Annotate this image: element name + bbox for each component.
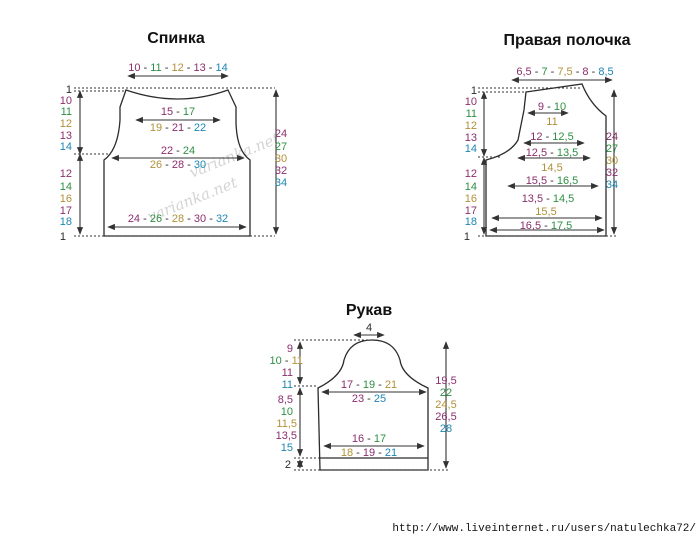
sleeve-height: 24,5 <box>435 399 456 411</box>
back-left-lower: 16 <box>60 193 72 205</box>
sleeve-lower-row1: 16 - 17 <box>352 433 386 445</box>
back-shoulder-row1: 15 - 17 <box>161 106 195 118</box>
sleeve-left: 10 <box>281 406 293 418</box>
front-w7: 13,5 - 14,5 <box>522 193 575 205</box>
sleeve-left: 8,5 <box>278 394 293 406</box>
sleeve-cap-top: 4 <box>366 322 372 334</box>
sleeve-left: 11 <box>282 379 293 391</box>
sleeve-title: Рукав <box>346 302 392 319</box>
back-left-upper: 14 <box>60 141 72 153</box>
front-left-lower: 12 <box>465 168 477 180</box>
front-height: 27 <box>606 143 618 155</box>
back-left-lower: 14 <box>60 181 72 193</box>
front-left-lower: 16 <box>465 193 477 205</box>
sleeve-upper-row1: 17 - 19 - 21 <box>341 379 397 391</box>
sleeve-height: 19,5 <box>435 375 456 387</box>
front-w1: 9 - 10 <box>538 101 566 113</box>
back-left-upper: 10 <box>60 95 72 107</box>
front-bottom-label: 1 <box>464 231 470 243</box>
front-piece: Правая полочка 6,5 - 7 - 7,5 - 8 - 8,5 1… <box>464 32 631 243</box>
sleeve-cuff-height: 2 <box>285 459 291 471</box>
back-left-lower: 17 <box>60 205 72 217</box>
back-height: 24 <box>275 128 287 140</box>
front-w8: 15,5 <box>535 206 556 218</box>
back-title: Спинка <box>147 30 205 47</box>
front-height: 24 <box>606 131 618 143</box>
source-url[interactable]: http://www.liveinternet.ru/users/natulec… <box>392 523 696 535</box>
sleeve-upper-row2: 23 - 25 <box>352 393 386 405</box>
front-height: 34 <box>606 179 618 191</box>
back-left-upper: 11 <box>61 106 72 118</box>
sleeve-left: 9 <box>287 343 293 355</box>
sleeve-left: 11,5 <box>276 418 297 430</box>
front-w4: 12,5 - 13,5 <box>526 147 579 159</box>
sleeve-left: 11 <box>282 367 293 379</box>
back-chest-row2: 26 - 28 - 30 <box>150 159 206 171</box>
back-outline <box>103 89 251 237</box>
front-left-upper: 12 <box>465 120 477 132</box>
sleeve-height: 26,5 <box>435 411 456 423</box>
back-left-lower: 12 <box>60 168 72 180</box>
front-w5: 14,5 <box>541 162 562 174</box>
back-chest-row1: 22 - 24 <box>161 145 195 157</box>
back-height: 32 <box>275 165 287 177</box>
front-left-upper: 10 <box>465 96 477 108</box>
front-neck-depth: 1 <box>471 85 477 97</box>
sleeve-left: 13,5 <box>276 430 297 442</box>
watermark: varianka.net <box>187 129 283 182</box>
sleeve-outline <box>317 339 429 471</box>
back-neck-depth: 1 <box>66 84 72 96</box>
back-top-width: 10 - 11 - 12 - 13 - 14 <box>128 62 228 74</box>
front-top-width: 6,5 - 7 - 7,5 - 8 - 8,5 <box>516 66 613 78</box>
back-height: 34 <box>275 177 287 189</box>
front-title: Правая полочка <box>503 32 630 49</box>
back-left-upper: 12 <box>60 118 72 130</box>
sleeve-height: 22 <box>440 387 452 399</box>
sleeve-left-range: 10 - 11 <box>270 355 303 367</box>
front-left-upper: 14 <box>465 143 477 155</box>
sleeve-height: 28 <box>440 423 452 435</box>
front-left-lower: 18 <box>465 216 477 228</box>
front-left-upper: 11 <box>466 108 477 120</box>
sleeve-lower-row2: 18 - 19 - 21 <box>341 447 397 459</box>
front-left-lower: 17 <box>465 205 477 217</box>
front-w9: 16,5 - 17,5 <box>520 220 573 232</box>
sleeve-left: 15 <box>281 442 293 454</box>
front-w3: 12 - 12,5 <box>530 131 573 143</box>
back-height: 30 <box>275 153 287 165</box>
back-bottom-label: 1 <box>60 231 66 243</box>
back-shoulder-row2: 19 - 21 - 22 <box>150 122 206 134</box>
back-hem-width: 24 - 26 - 28 - 30 - 32 <box>128 213 228 225</box>
front-height: 30 <box>606 155 618 167</box>
back-left-lower: 18 <box>60 216 72 228</box>
front-left-lower: 14 <box>465 181 477 193</box>
front-height: 32 <box>606 167 618 179</box>
back-piece: Спинка 10 - 11 - 12 - 13 - 14 1 10 11 12… <box>60 30 287 243</box>
front-w2: 11 <box>546 116 557 128</box>
sleeve-piece: Рукав 4 9 10 - 11 11 11 8,5 10 11,5 13,5… <box>270 302 457 471</box>
front-w6: 15,5 - 16,5 <box>526 175 579 187</box>
back-height: 27 <box>275 141 287 153</box>
front-left-upper: 13 <box>465 132 477 144</box>
back-left-upper: 13 <box>60 130 72 142</box>
